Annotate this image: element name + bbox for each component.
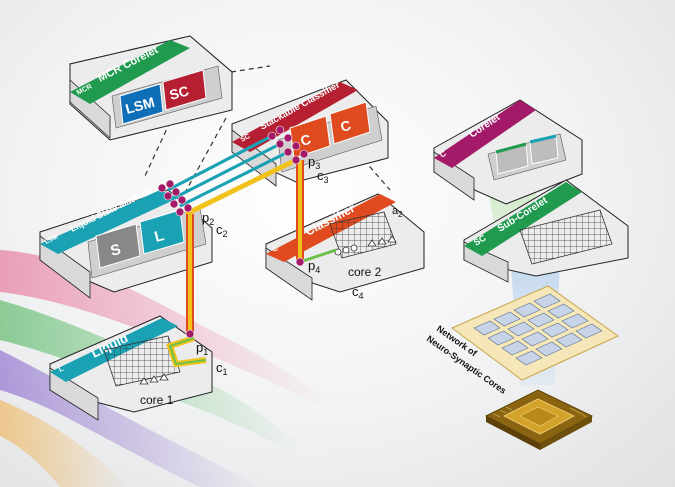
core-2-label: core 2: [348, 265, 382, 279]
stackable-classifier-panel[interactable]: SC Stackable Classifier C C p3 c3: [231, 79, 389, 187]
lsm-port-label: p2: [202, 210, 214, 227]
classifier-tag: C: [272, 245, 280, 254]
sc-block-label: SC: [168, 82, 191, 102]
core-tiles: [473, 293, 603, 366]
sc-block[interactable]: [162, 69, 207, 111]
classifier-block-2[interactable]: [329, 101, 371, 145]
liquid-corner-label: c1: [216, 360, 228, 377]
liquid-state-machine-panel[interactable]: LSM Liquid State Machine S L p2 c2: [39, 185, 228, 299]
classifier-port-label: p4: [308, 258, 320, 275]
core-1-neurons: [139, 373, 169, 385]
core-2-neurons: [334, 235, 397, 256]
sub-corelet-header-bar: [464, 182, 582, 256]
corelet-tag: C: [438, 149, 448, 160]
classifier-axon-label: a2: [392, 205, 403, 219]
stack-port-label: p3: [308, 154, 320, 171]
mcr-header-bar: [70, 40, 190, 104]
l-block-label: L: [153, 227, 166, 246]
lsm-block[interactable]: [119, 83, 164, 125]
connector-dots: [157, 125, 309, 339]
vertical-bus-right: [296, 160, 337, 264]
chip-icon: [484, 389, 594, 450]
lsm-header-bar: [40, 190, 178, 254]
liquid-internal-route-green: [168, 337, 207, 366]
liquid-port-label: p1: [196, 340, 208, 357]
s-block[interactable]: [95, 223, 141, 269]
core-2-grid: [329, 211, 397, 259]
core-1-grid: [103, 335, 181, 387]
stack-corner-label: c3: [317, 168, 329, 185]
s-block-label: S: [109, 241, 123, 260]
classifier-panel[interactable]: C Classifier a2 core 2 p4 c4: [265, 193, 425, 301]
mcr-corelet-panel[interactable]: MCR MCR Corelet LSM SC: [68, 35, 234, 141]
sub-corelet-grid: [519, 209, 613, 265]
lsm-corner-label: c2: [216, 222, 228, 239]
l-block[interactable]: [139, 209, 185, 255]
lsm-block-label: LSM: [124, 94, 157, 117]
corelet-panel[interactable]: C Corelet: [433, 99, 583, 205]
stack-tag: SC: [240, 133, 252, 144]
corelet-header-bar: [434, 100, 536, 168]
classifier-corner-label: c4: [352, 284, 364, 301]
stack-header-bar: [232, 82, 358, 152]
liquid-panel[interactable]: L Liquid core 1 p1 c1: [49, 315, 228, 421]
horizontal-bus: [167, 134, 298, 217]
neuro-synaptic-core-network[interactable]: Network of Neuro-Synaptic Cores: [425, 285, 619, 396]
classifier-block-2-label: C: [339, 117, 353, 135]
liquid-tag: L: [58, 365, 66, 373]
classifier-block-1-label: C: [299, 131, 313, 149]
core-1-label: core 1: [140, 393, 174, 407]
